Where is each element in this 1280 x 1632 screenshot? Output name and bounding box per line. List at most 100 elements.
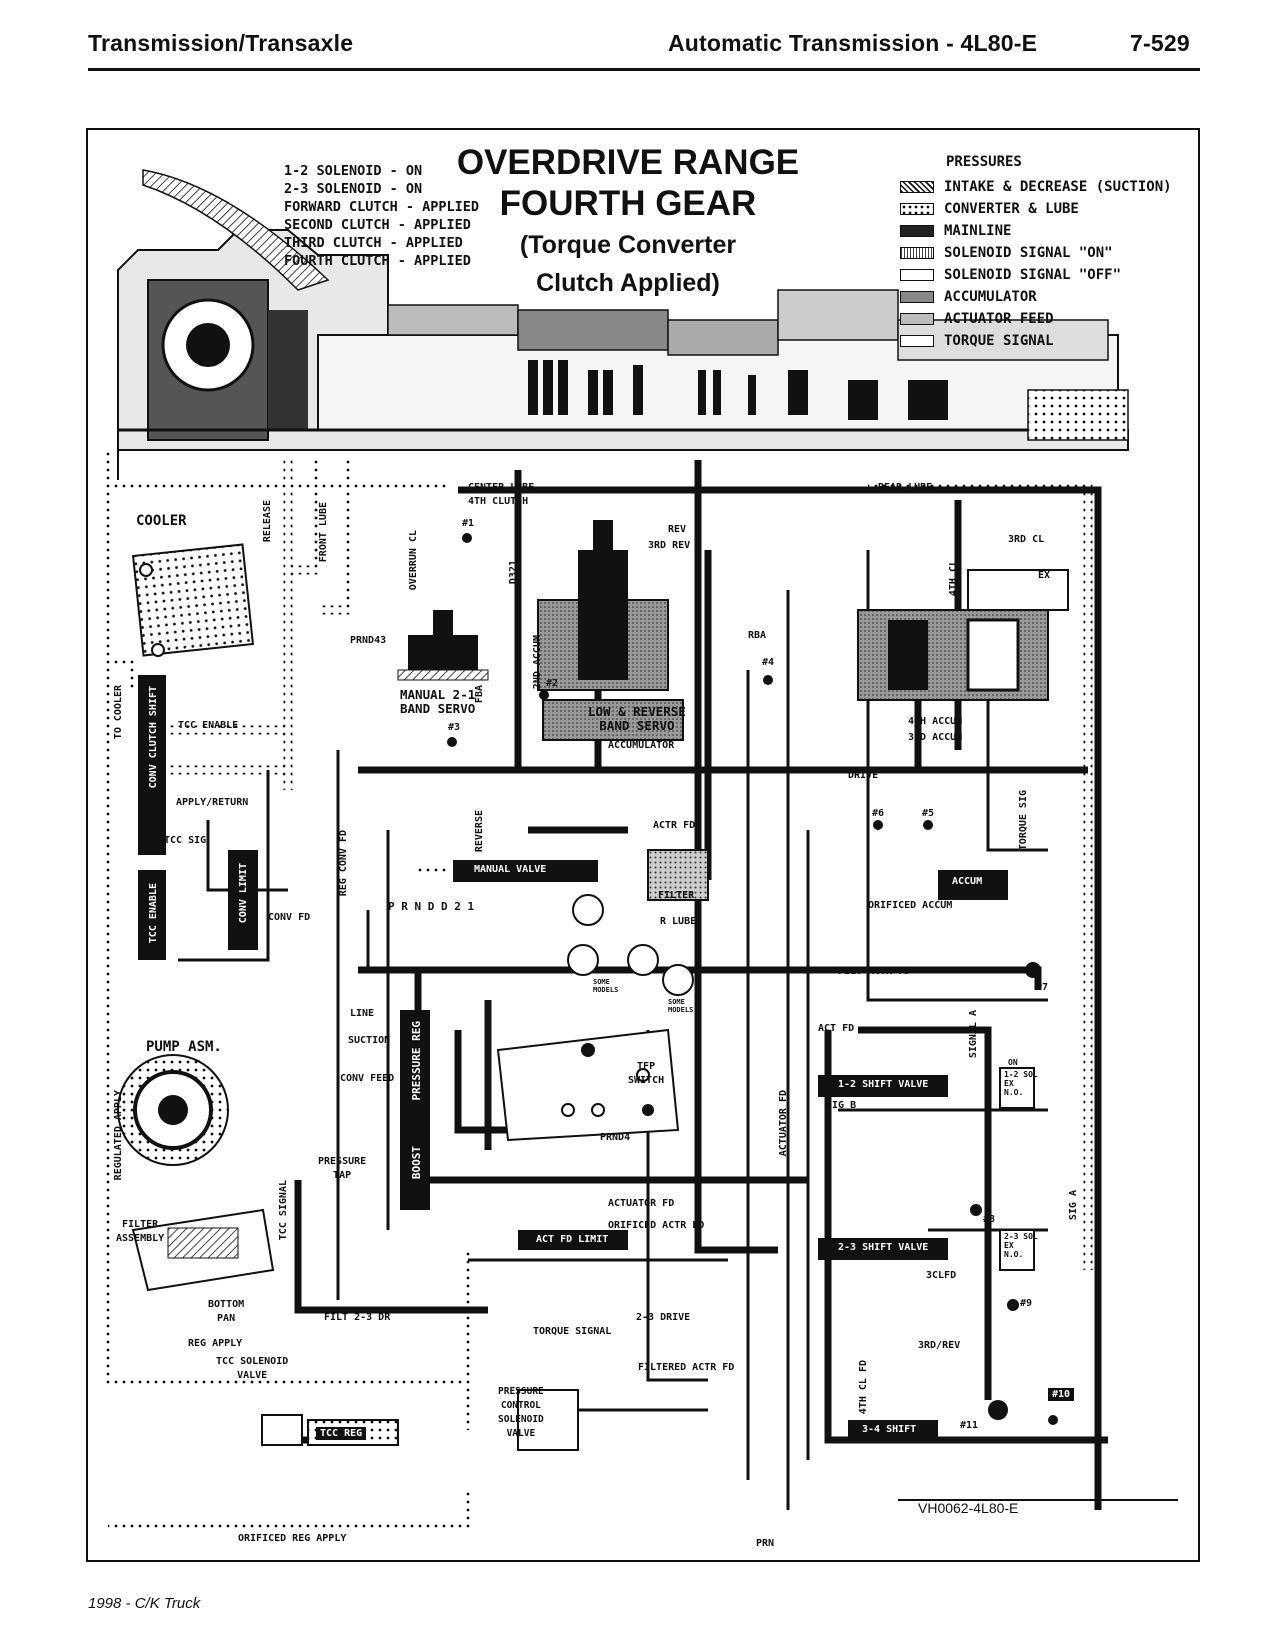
passage-label: TO COOLER <box>113 685 124 740</box>
legend-label: MAINLINE <box>944 223 1012 239</box>
tfp-switch-label: TFP SWITCH <box>628 1061 665 1086</box>
checkball-number: #7 <box>1036 982 1049 993</box>
passage-label: RELEASE <box>262 500 273 543</box>
tcc-enable-valve-label: TCC ENABLE <box>144 882 163 945</box>
footer-edition: 1998 - C/K Truck <box>88 1595 201 1612</box>
checkball-number: #8 <box>983 1214 996 1225</box>
fine-swatch <box>900 247 934 259</box>
checkball-number: #3 <box>448 722 461 733</box>
legend-item: SOLENOID SIGNAL "OFF" <box>900 264 1172 286</box>
passage-label: LINE <box>350 1008 375 1019</box>
low-reverse-band-servo <box>537 520 684 741</box>
act-fd-limit-label: ACT FD LIMIT <box>532 1233 613 1246</box>
passage-label: D321 <box>508 560 519 585</box>
gear-status-list: 1-2 SOLENOID - ON 2-3 SOLENOID - ON FORW… <box>284 162 479 270</box>
legend-label: CONVERTER & LUBE <box>944 201 1079 217</box>
accumulators <box>857 569 1069 701</box>
accumulator-label: ACCUMULATOR <box>608 740 675 751</box>
legend-item: TORQUE SIGNAL <box>900 330 1172 352</box>
passage-label: PRND43 <box>350 635 387 646</box>
legend-item: INTAKE & DECREASE (SUCTION) <box>900 176 1172 198</box>
status-line: FORWARD CLUTCH - APPLIED <box>284 199 480 215</box>
accum-label: ACCUM <box>948 875 987 888</box>
passage-label: ORIFICED ACCUM <box>868 900 953 911</box>
passage-label: PRN <box>756 1538 775 1549</box>
sol-23-label: 2-3 SOL EX N.O. <box>1004 1232 1038 1259</box>
passage-label: EX <box>1038 570 1051 581</box>
shift-12-label: 1-2 SHIFT VALVE <box>834 1078 933 1091</box>
boost-label: BOOST <box>406 1145 427 1181</box>
passage-label: ACT FD <box>818 1023 855 1034</box>
sol-on-label: ON <box>1008 1058 1018 1067</box>
diagram-artwork <box>103 169 1178 1533</box>
title-range: OVERDRIVE RANGE <box>456 143 800 182</box>
subject-title: Automatic Transmission - 4L80-E <box>668 30 1038 56</box>
tcc-reg-label: TCC REG <box>316 1427 367 1440</box>
passage-label: REGULATED APPLY <box>113 1090 124 1181</box>
passage-label: REG CONV FD <box>338 830 349 897</box>
passage-label: ACTUATOR FD <box>608 1198 675 1209</box>
legend-label: ACTUATOR FEED <box>944 311 1054 327</box>
passage-label: REG APPLY <box>188 1338 243 1349</box>
status-line: SECOND CLUTCH - APPLIED <box>284 217 471 233</box>
status-line: 2-3 SOLENOID - ON <box>284 181 423 197</box>
bottom-pan-label: BOTTOM PAN <box>208 1299 245 1324</box>
passage-label: 3RD ACCUM <box>908 732 963 743</box>
checkball-number: #4 <box>762 657 775 668</box>
passage-label: FILTERED ACTR FD <box>638 1362 735 1373</box>
shift-34-label: 3-4 SHIFT <box>858 1423 921 1436</box>
legend-label: SOLENOID SIGNAL "OFF" <box>944 267 1122 283</box>
passage-label: 3RD CL <box>1008 534 1045 545</box>
page-number: 7-529 <box>1130 30 1190 56</box>
legend-item: CONVERTER & LUBE <box>900 198 1172 220</box>
pressure-tap-label: PRESSURE TAP <box>318 1156 367 1181</box>
passage-label: SIG A <box>1068 1190 1079 1221</box>
tfp-switch <box>496 1028 680 1142</box>
status-line: FOURTH CLUTCH - APPLIED <box>284 253 471 269</box>
pressure-reg-label: PRESSURE REG <box>406 1020 427 1102</box>
passage-label: SUCTION <box>348 1035 391 1046</box>
diagram-title: OVERDRIVE RANGE FOURTH GEAR (Torque Conv… <box>443 142 813 300</box>
passage-label: R LUBE <box>660 916 697 927</box>
checkball-number: #1 <box>462 518 475 529</box>
legend-item: MAINLINE <box>900 220 1172 242</box>
low-reverse-servo-label: LOW & REVERSE BAND SERVO <box>588 704 686 733</box>
stipple-swatch <box>900 313 934 325</box>
passage-label: 4TH CL <box>948 560 959 597</box>
empty-swatch <box>900 269 934 281</box>
shift-23-label: 2-3 SHIFT VALVE <box>834 1241 933 1254</box>
passage-label: OVERRUN CL <box>408 530 419 591</box>
legend-label: SOLENOID SIGNAL "ON" <box>944 245 1113 261</box>
passage-label: TCC SIG <box>164 835 207 846</box>
checkball-number: #6 <box>872 808 885 819</box>
legend-label: TORQUE SIGNAL <box>944 333 1054 349</box>
passage-label: FBA <box>474 685 485 704</box>
passage-label: 2ND ACCUM <box>532 635 543 690</box>
tcc-solenoid-label: TCC SOLENOID VALVE <box>216 1356 289 1381</box>
orifices <box>567 894 694 996</box>
legend-item: ACTUATOR FEED <box>900 308 1172 330</box>
passage-label: TCC ENABLE <box>178 720 239 731</box>
prnd-indicator: P R N D D 2 1 <box>388 900 475 913</box>
checkball-number: #9 <box>1020 1298 1033 1309</box>
passage-label: FILT 2-3 DR <box>324 1312 391 1323</box>
legend-heading: PRESSURES <box>946 154 1022 170</box>
passage-label: SIGNAL A <box>968 1010 979 1059</box>
status-line: 1-2 SOLENOID - ON <box>284 163 423 179</box>
title-note-1: (Torque Converter <box>519 231 737 259</box>
grey-swatch <box>900 291 934 303</box>
passage-label: ORIFICED REG APPLY <box>238 1533 347 1544</box>
passage-label: PRND4 <box>600 1132 631 1143</box>
check-balls <box>447 533 1058 1425</box>
some-models-note: SOME MODELS <box>593 978 619 994</box>
passage-label: ORIFICED ACTR FD <box>608 1220 705 1231</box>
conv-clutch-shift-label: CONV CLUTCH SHIFT <box>144 685 163 790</box>
passage-label: REVERSE <box>474 810 485 853</box>
pump-label: PUMP ASM. <box>146 1039 222 1055</box>
passage-label: TORQUE SIGNAL <box>533 1326 612 1337</box>
legend-item: ACCUMULATOR <box>900 286 1172 308</box>
conv-limit-label: CONV LIMIT <box>234 862 253 925</box>
dots-swatch <box>900 203 934 215</box>
checkball-number: #5 <box>922 808 935 819</box>
filter-assembly-label: FILTER ASSEMBLY <box>116 1219 165 1244</box>
